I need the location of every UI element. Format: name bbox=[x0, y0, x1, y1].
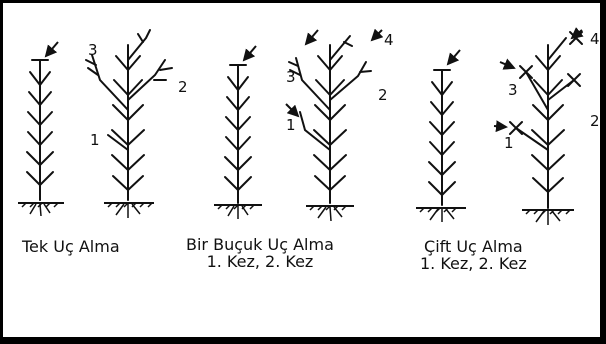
label-3: 3 bbox=[88, 41, 98, 59]
plant-2a bbox=[225, 65, 251, 203]
ground bbox=[416, 208, 466, 222]
label-4: 4 bbox=[590, 30, 600, 48]
ground bbox=[18, 203, 64, 216]
cut-arrow bbox=[372, 30, 382, 40]
cut-arrow bbox=[306, 30, 318, 44]
plant-1a bbox=[27, 60, 53, 200]
label-2: 2 bbox=[378, 86, 388, 104]
cut-arrow bbox=[46, 42, 58, 56]
caption-cift-uc-alma: Çift Uç Alma 1. Kez, 2. Kez bbox=[420, 238, 527, 272]
plant-3b bbox=[510, 32, 582, 208]
cut-arrow bbox=[448, 50, 460, 64]
cut-arrow bbox=[244, 46, 256, 60]
plant-3a bbox=[429, 70, 455, 205]
caption-bir-bucuk-uc-alma: Bir Buçuk Uç Alma 1. Kez, 2. Kez bbox=[186, 236, 334, 270]
plant-1b bbox=[86, 30, 172, 200]
label-1: 1 bbox=[90, 131, 100, 149]
caption-line: Çift Uç Alma bbox=[420, 238, 527, 255]
label-1: 1 bbox=[286, 116, 296, 134]
ground bbox=[214, 205, 262, 219]
label-2: 2 bbox=[178, 78, 188, 96]
caption-tek-uc-alma: Tek Uç Alma bbox=[22, 238, 120, 255]
caption-line: 1. Kez, 2. Kez bbox=[186, 253, 334, 270]
caption-line: Bir Buçuk Uç Alma bbox=[186, 236, 334, 253]
cut-arrow bbox=[286, 104, 298, 116]
ground bbox=[306, 206, 354, 221]
plant-2b bbox=[289, 36, 371, 203]
label-3: 3 bbox=[508, 81, 518, 99]
ground bbox=[522, 210, 574, 225]
label-3: 3 bbox=[286, 68, 296, 86]
label-4: 4 bbox=[384, 31, 394, 49]
cut-arrow bbox=[494, 126, 506, 127]
label-2: 2 bbox=[590, 112, 600, 130]
ground bbox=[104, 203, 154, 218]
caption-line: Tek Uç Alma bbox=[22, 238, 120, 255]
label-1: 1 bbox=[504, 134, 514, 152]
caption-line: 1. Kez, 2. Kez bbox=[420, 255, 527, 272]
cut-arrow bbox=[500, 62, 514, 68]
